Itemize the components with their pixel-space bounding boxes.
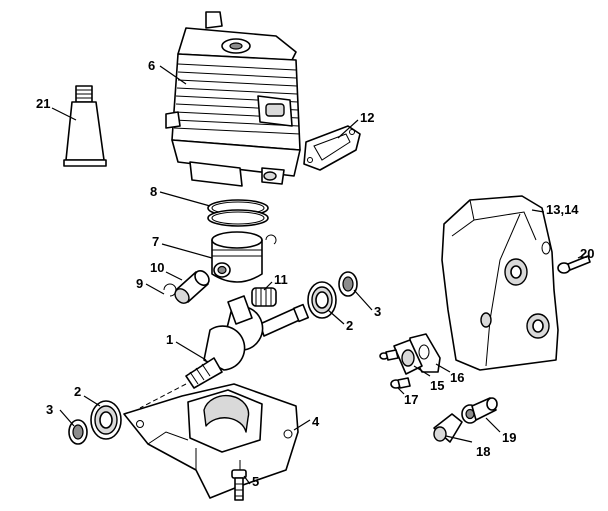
- part-7-piston: [211, 231, 277, 283]
- callout-12: 12: [360, 110, 374, 125]
- part-15-flange: [379, 339, 423, 375]
- part-21-tube: [63, 85, 107, 167]
- callout-4: 4: [312, 414, 320, 429]
- part-17-screw: [390, 377, 411, 389]
- part-2-bearing-right: [307, 281, 337, 319]
- callout-13-14: 13,14: [546, 202, 579, 217]
- part-8-piston-rings: [207, 199, 269, 227]
- alignment-dashed-line: [139, 383, 187, 409]
- part-9-circlip: [163, 283, 177, 297]
- callout-21: 21: [36, 96, 50, 111]
- part-3-seal-right: [338, 271, 358, 297]
- part-13-14-shroud: [441, 195, 559, 371]
- part-18-flange: [433, 413, 463, 443]
- callout-1: 1: [166, 332, 173, 347]
- callout-2-right: 2: [346, 318, 353, 333]
- part-10-piston-pin: [174, 270, 210, 304]
- callout-3-right: 3: [374, 304, 381, 319]
- part-20-screw: [557, 255, 591, 274]
- leader-lines: [51, 65, 583, 485]
- callout-16: 16: [450, 370, 464, 385]
- callout-5: 5: [252, 474, 259, 489]
- callout-6: 6: [148, 58, 155, 73]
- callout-18: 18: [476, 444, 490, 459]
- part-12-gasket: [303, 125, 361, 171]
- callout-11: 11: [274, 272, 288, 287]
- callout-19: 19: [502, 430, 516, 445]
- callout-3-left: 3: [46, 402, 53, 417]
- callout-7: 7: [152, 234, 159, 249]
- part-19-sleeve: [461, 397, 498, 424]
- callout-17: 17: [404, 392, 418, 407]
- callout-2-left: 2: [74, 384, 81, 399]
- callout-20: 20: [580, 246, 594, 261]
- part-11-needle-cage: [251, 287, 277, 307]
- callout-8: 8: [150, 184, 157, 199]
- part-1-crankshaft: [185, 295, 310, 389]
- callout-15: 15: [430, 378, 444, 393]
- callout-10: 10: [150, 260, 164, 275]
- part-4-crankcase: [123, 383, 299, 499]
- callout-labels: 6 21 12 8 7 10 9 11 1 2 3 2 3 4 5 13,14 …: [36, 58, 594, 489]
- part-5-screw: [231, 469, 247, 501]
- part-6-cylinder: [165, 11, 301, 187]
- callout-9: 9: [136, 276, 143, 291]
- part-2-bearing-left: [90, 400, 122, 440]
